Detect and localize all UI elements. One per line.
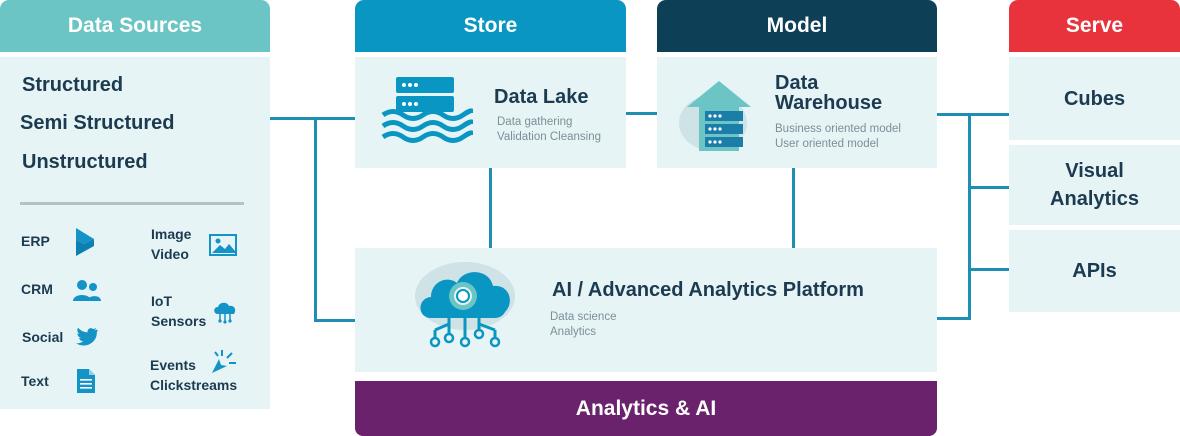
source-erp-label: ERP	[21, 233, 50, 249]
data-warehouse-icon	[679, 81, 751, 151]
source-events-line1: Events	[150, 357, 196, 373]
serve-item-cubes: Cubes	[1009, 57, 1180, 140]
connector-ai-serve	[937, 317, 971, 320]
serve-item-visual-analytics: Visual Analytics	[1009, 145, 1180, 225]
image-icon	[209, 234, 237, 256]
store-header: Store	[355, 0, 626, 52]
serve-visual-line2: Analytics	[1050, 188, 1139, 210]
source-iot-label: IoT Sensors	[151, 291, 206, 331]
data-lake-detail-1: Data gathering	[497, 116, 573, 128]
model-header: Model	[657, 0, 937, 52]
click-icon	[212, 350, 236, 373]
serve-header: Serve	[1009, 0, 1180, 52]
data-warehouse-detail-2: User oriented model	[775, 138, 879, 150]
connector-to-apis	[968, 268, 1009, 271]
data-warehouse-title-line2: Warehouse	[775, 92, 883, 114]
data-warehouse-title: Data Warehouse	[775, 73, 882, 113]
connector-sources-store	[270, 117, 356, 120]
users-icon	[73, 280, 101, 301]
connector-store-ai	[489, 168, 492, 248]
twitter-icon	[76, 327, 98, 346]
source-image-line1: Image	[151, 226, 192, 242]
divider	[20, 202, 244, 205]
source-type-unstructured: Unstructured	[22, 151, 148, 173]
source-iot-line1: IoT	[151, 293, 172, 309]
connector-vertical-right	[968, 113, 971, 320]
ai-platform-detail-2: Analytics	[550, 326, 597, 338]
data-warehouse-panel: Data Warehouse Business oriented model U…	[657, 57, 937, 168]
source-image-line2: Video	[151, 246, 189, 262]
connector-store-model	[626, 112, 657, 115]
connector-model-ai	[792, 168, 795, 248]
source-iot-line2: Sensors	[151, 313, 207, 329]
ai-cloud-icon	[415, 262, 515, 348]
ai-platform-title: AI / Advanced Analytics Platform	[552, 279, 864, 301]
document-icon	[77, 369, 95, 393]
dynamics-icon	[76, 228, 94, 256]
data-lake-icon	[381, 77, 473, 143]
connector-left-ai	[314, 319, 356, 322]
data-lake-panel: Data Lake Data gathering Validation Clea…	[355, 57, 626, 168]
source-events-label: Events Clickstreams	[150, 355, 237, 395]
connector-model-serve	[937, 113, 1009, 116]
source-events-line2: Clickstreams	[150, 377, 238, 393]
analytics-ai-bar: Analytics & AI	[355, 381, 937, 436]
iot-cloud-icon	[214, 302, 236, 324]
data-lake-title: Data Lake	[494, 86, 589, 108]
connector-to-visual	[968, 186, 1009, 189]
source-text-label: Text	[21, 373, 49, 389]
data-sources-panel: Structured Semi Structured Unstructured …	[0, 57, 270, 409]
source-type-structured: Structured	[22, 74, 124, 96]
data-lake-detail-2: Validation Cleansing	[497, 131, 601, 143]
ai-platform-panel: AI / Advanced Analytics Platform Data sc…	[355, 248, 937, 372]
source-image-video-label: Image Video	[151, 224, 191, 264]
data-warehouse-detail-1: Business oriented model	[775, 123, 901, 135]
source-social-label: Social	[22, 329, 64, 345]
ai-platform-detail-1: Data science	[550, 311, 617, 323]
source-type-semi-structured: Semi Structured	[20, 112, 175, 134]
data-warehouse-title-line1: Data	[775, 72, 819, 94]
data-sources-header: Data Sources	[0, 0, 270, 52]
serve-visual-line1: Visual	[1065, 160, 1124, 182]
source-crm-label: CRM	[21, 281, 53, 297]
connector-vertical-left	[314, 117, 317, 322]
serve-item-apis: APIs	[1009, 230, 1180, 312]
